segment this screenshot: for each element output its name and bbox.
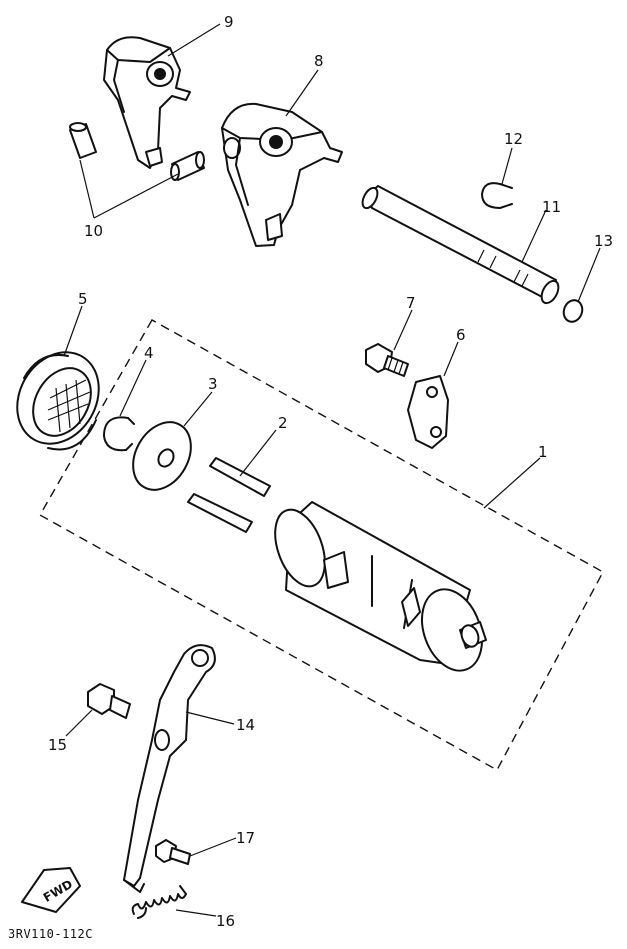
circlip-12 xyxy=(481,182,513,209)
bolt-15 xyxy=(87,683,131,719)
bolt-7 xyxy=(365,343,409,377)
bearing-5 xyxy=(16,351,100,451)
leader-3 xyxy=(183,391,213,427)
callout-2: 2 xyxy=(278,414,288,432)
spring-16 xyxy=(131,885,187,919)
leader-5 xyxy=(63,305,83,357)
leader-14 xyxy=(185,711,235,725)
pin-2b xyxy=(187,493,253,533)
guide-pin-10a xyxy=(69,122,97,159)
callout-7: 7 xyxy=(406,294,416,312)
callout-17: 17 xyxy=(236,829,255,847)
callout-16: 16 xyxy=(216,912,235,930)
leader-7 xyxy=(393,309,413,351)
leader-10 xyxy=(79,159,179,219)
leader-16 xyxy=(175,909,217,917)
leader-2 xyxy=(239,429,277,477)
bolt-17 xyxy=(155,839,191,865)
shift-fork-8 xyxy=(221,102,343,247)
callout-5: 5 xyxy=(78,290,88,308)
callout-14: 14 xyxy=(236,716,255,734)
leader-13 xyxy=(577,247,601,303)
callout-11: 11 xyxy=(542,198,561,216)
shift-fork-9 xyxy=(103,36,191,169)
callout-15: 15 xyxy=(48,736,67,754)
leader-11 xyxy=(521,209,547,263)
leader-1 xyxy=(483,457,541,509)
snap-ring-4 xyxy=(103,416,135,452)
callout-6: 6 xyxy=(456,326,466,344)
drawing-code: 3RV110-112C xyxy=(8,927,93,941)
leader-8 xyxy=(285,69,319,117)
shift-fork-shaft-11 xyxy=(361,185,560,305)
callout-12: 12 xyxy=(504,130,523,148)
shift-cam-1 xyxy=(274,501,487,672)
leader-15 xyxy=(65,709,93,737)
fwd-direction-arrow: FWD xyxy=(21,867,81,913)
leader-12 xyxy=(501,147,513,185)
leader-17 xyxy=(189,837,237,857)
washer-3 xyxy=(132,421,192,491)
callout-13: 13 xyxy=(594,232,613,250)
stopper-plate-6 xyxy=(407,375,449,449)
callout-9: 9 xyxy=(224,13,234,31)
leader-9 xyxy=(167,23,221,57)
callout-10: 10 xyxy=(84,222,103,240)
callout-8: 8 xyxy=(314,52,324,70)
callout-1: 1 xyxy=(538,443,548,461)
guide-pin-10b xyxy=(170,151,205,181)
leader-6 xyxy=(443,341,459,377)
o-ring-13 xyxy=(562,299,584,323)
callout-4: 4 xyxy=(144,344,154,362)
assembly-group-outline xyxy=(39,319,604,771)
pin-2a xyxy=(209,457,271,497)
callout-3: 3 xyxy=(208,375,218,393)
shift-lever-14 xyxy=(123,644,216,893)
leader-4 xyxy=(119,359,147,417)
